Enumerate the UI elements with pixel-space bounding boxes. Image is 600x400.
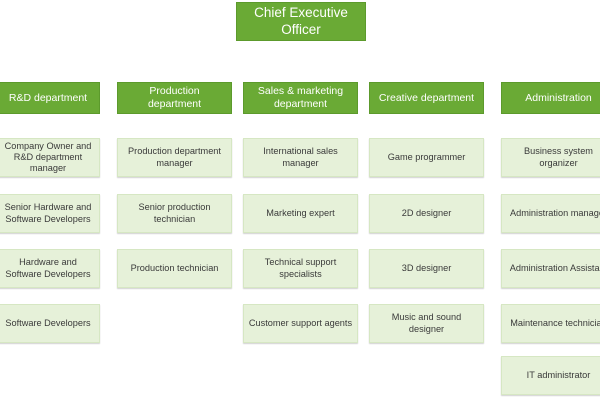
header-production: Production department (117, 82, 232, 114)
header-creative: Creative department (369, 82, 484, 114)
ceo-title: Chief Executive Officer (254, 5, 348, 37)
role-box: Administration Assistant (501, 249, 600, 288)
role-box: 2D designer (369, 194, 484, 233)
role-box: Game programmer (369, 138, 484, 177)
role-box: Production department manager (117, 138, 232, 177)
role-box: Business system organizer (501, 138, 600, 177)
role-box: Senior Hardware and Software Developers (0, 194, 100, 233)
role-box: Music and sound designer (369, 304, 484, 343)
role-box: Senior production technician (117, 194, 232, 233)
role-box: International sales manager (243, 138, 358, 177)
role-box: Technical support specialists (243, 249, 358, 288)
role-box: 3D designer (369, 249, 484, 288)
header-sales-marketing: Sales & marketing department (243, 82, 358, 114)
role-box: Company Owner and R&D department manager (0, 138, 100, 177)
role-box: Production technician (117, 249, 232, 288)
role-box: Software Developers (0, 304, 100, 343)
header-administration: Administration (501, 82, 600, 114)
role-box: Administration manager (501, 194, 600, 233)
role-box: Customer support agents (243, 304, 358, 343)
role-box: Hardware and Software Developers (0, 249, 100, 288)
role-box: Maintenance technician (501, 304, 600, 343)
ceo-box: Chief Executive Officer (236, 2, 366, 41)
header-rnd: R&D department (0, 82, 100, 114)
role-box: Marketing expert (243, 194, 358, 233)
role-box: IT administrator (501, 356, 600, 395)
